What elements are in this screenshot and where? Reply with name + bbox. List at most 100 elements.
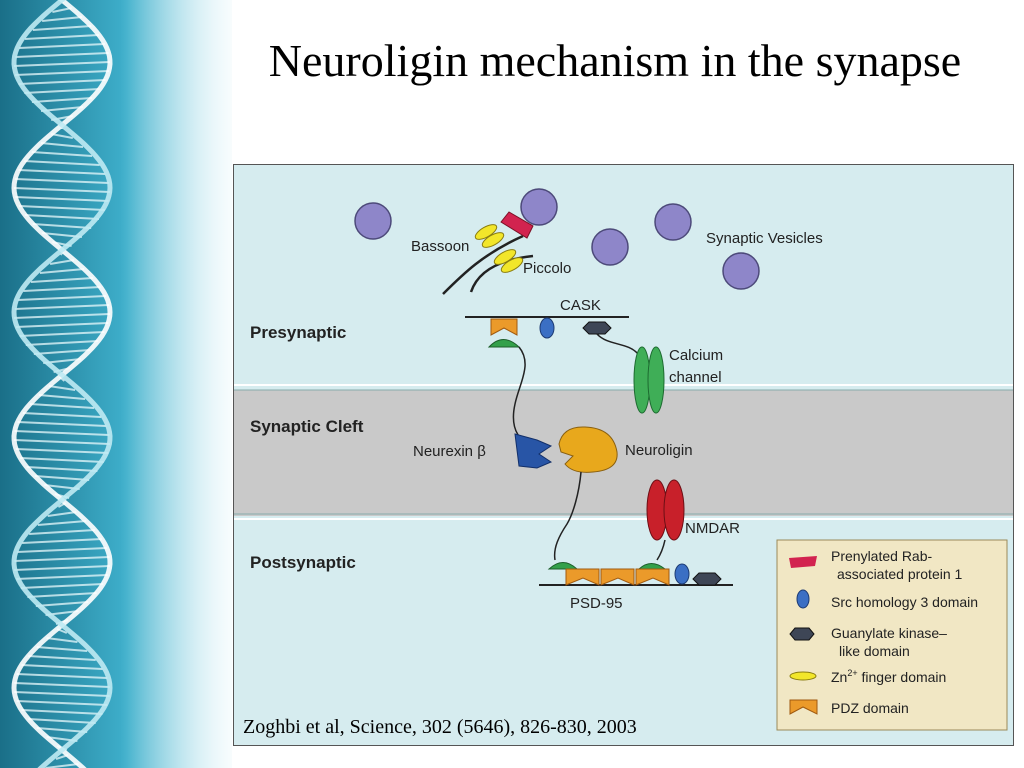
- legend: Prenylated Rab- associated protein 1 Src…: [776, 539, 1008, 731]
- postsynaptic-label: Postsynaptic: [250, 553, 356, 572]
- helix-rung: [19, 331, 105, 337]
- helix-rung: [25, 340, 99, 346]
- legend-rab-swatch: [789, 556, 817, 568]
- legend-sh3-label: Src homology 3 domain: [831, 594, 978, 610]
- pdz-domain: [600, 568, 635, 586]
- legend-zn-base: Zn: [831, 669, 847, 685]
- helix-rung: [14, 691, 110, 697]
- bassoon-strand: [442, 234, 524, 295]
- piccolo-strand: [469, 254, 534, 293]
- helix-rung: [29, 403, 95, 409]
- helix-rung: [14, 439, 110, 445]
- pdz-ligand-green: [487, 339, 521, 348]
- helix-rung: [24, 34, 100, 40]
- legend-zn-rest: finger domain: [858, 669, 947, 685]
- helix-rung: [36, 727, 88, 733]
- calcium-channel: [633, 346, 665, 414]
- helix-rung: [14, 430, 110, 436]
- nmdar-tail: [656, 539, 666, 561]
- vesicle: [354, 202, 392, 240]
- legend-zn-label: Zn2+ finger domain: [831, 668, 946, 685]
- guk-domain: [582, 321, 612, 335]
- helix-rung: [16, 700, 108, 706]
- psd95-label: PSD-95: [570, 595, 623, 612]
- calcium-channel-subunit: [647, 346, 665, 414]
- helix-rung: [32, 25, 92, 31]
- helix-rung: [16, 574, 108, 580]
- legend-rab-label-1: Prenylated Rab-: [831, 548, 933, 564]
- helix-rung: [37, 520, 87, 526]
- helix-rung: [20, 583, 104, 589]
- helix-rung: [31, 97, 93, 103]
- neuroligin-tail: [553, 471, 582, 561]
- guk-domain: [692, 572, 722, 586]
- helix-rung: [34, 475, 90, 481]
- helix-rung: [33, 349, 91, 355]
- helix-rung: [26, 466, 98, 472]
- helix-rung: [14, 304, 110, 310]
- helix-rung: [35, 601, 89, 607]
- helix-rung: [15, 322, 109, 328]
- helix-rung: [15, 448, 109, 454]
- vesicle: [722, 252, 760, 290]
- presynaptic-label: Presynaptic: [250, 323, 346, 342]
- helix-rung: [24, 214, 100, 220]
- cask-to-channel-link: [596, 333, 639, 355]
- helix-rung: [13, 187, 111, 193]
- presynaptic-region: [233, 164, 1014, 390]
- helix-strand: [11, 0, 113, 768]
- helix-rung: [49, 259, 75, 265]
- helix-strand: [11, 0, 113, 768]
- helix-rung: [15, 70, 109, 76]
- helix-rung: [27, 592, 97, 598]
- helix-rung: [39, 268, 85, 274]
- piccolo-label: Piccolo: [523, 260, 571, 277]
- calcium-channel-label-1: Calcium: [669, 347, 723, 364]
- neurexin-tether: [512, 346, 526, 441]
- helix-rung: [48, 385, 76, 391]
- helix-rung: [38, 394, 86, 400]
- sh3-domain: [674, 563, 690, 585]
- vesicle: [591, 228, 629, 266]
- zn-finger-domain: [500, 257, 524, 273]
- helix-rung: [17, 547, 107, 553]
- zn-finger-domains: [474, 224, 524, 273]
- helix-rung: [18, 295, 106, 301]
- nmdar-subunit: [663, 479, 685, 541]
- neuroligin: [558, 426, 618, 473]
- vesicle: [520, 188, 558, 226]
- helix-rung: [16, 673, 108, 679]
- helix-rung: [51, 133, 73, 139]
- helix-rung: [46, 637, 78, 643]
- neurexin-label: Neurexin β: [413, 443, 486, 460]
- helix-rung: [32, 223, 92, 229]
- legend-zn-superscript: 2+: [847, 668, 857, 678]
- helix-rung: [19, 43, 105, 49]
- nmdar-label: NMDAR: [685, 520, 740, 537]
- sh3-domain: [539, 317, 555, 339]
- cask-label: CASK: [560, 297, 601, 314]
- rab-protein: [500, 211, 534, 239]
- helix-rung: [30, 277, 94, 283]
- helix-strands: [11, 0, 113, 768]
- helix-rung: [18, 79, 106, 85]
- bassoon-label: Bassoon: [411, 238, 469, 255]
- neurexin-beta: [514, 433, 553, 469]
- helix-rung: [41, 16, 83, 22]
- helix-rung: [14, 565, 110, 571]
- pdz-domain: [490, 318, 518, 336]
- legend-guk-label-2: like domain: [839, 643, 910, 659]
- helix-rung: [36, 646, 88, 652]
- helix-rung: [18, 169, 106, 175]
- helix-rung: [28, 655, 96, 661]
- helix-rung: [17, 421, 107, 427]
- synaptic-cleft-label: Synaptic Cleft: [250, 417, 364, 436]
- helix-rung: [24, 88, 100, 94]
- helix-rung: [13, 61, 111, 67]
- nmdar-receptor: [646, 479, 685, 541]
- zn-finger-domain: [481, 232, 505, 248]
- legend-zn-swatch: [789, 671, 817, 681]
- helix-rung: [15, 196, 109, 202]
- synaptic-vesicles: [354, 188, 760, 290]
- helix-rung: [31, 151, 93, 157]
